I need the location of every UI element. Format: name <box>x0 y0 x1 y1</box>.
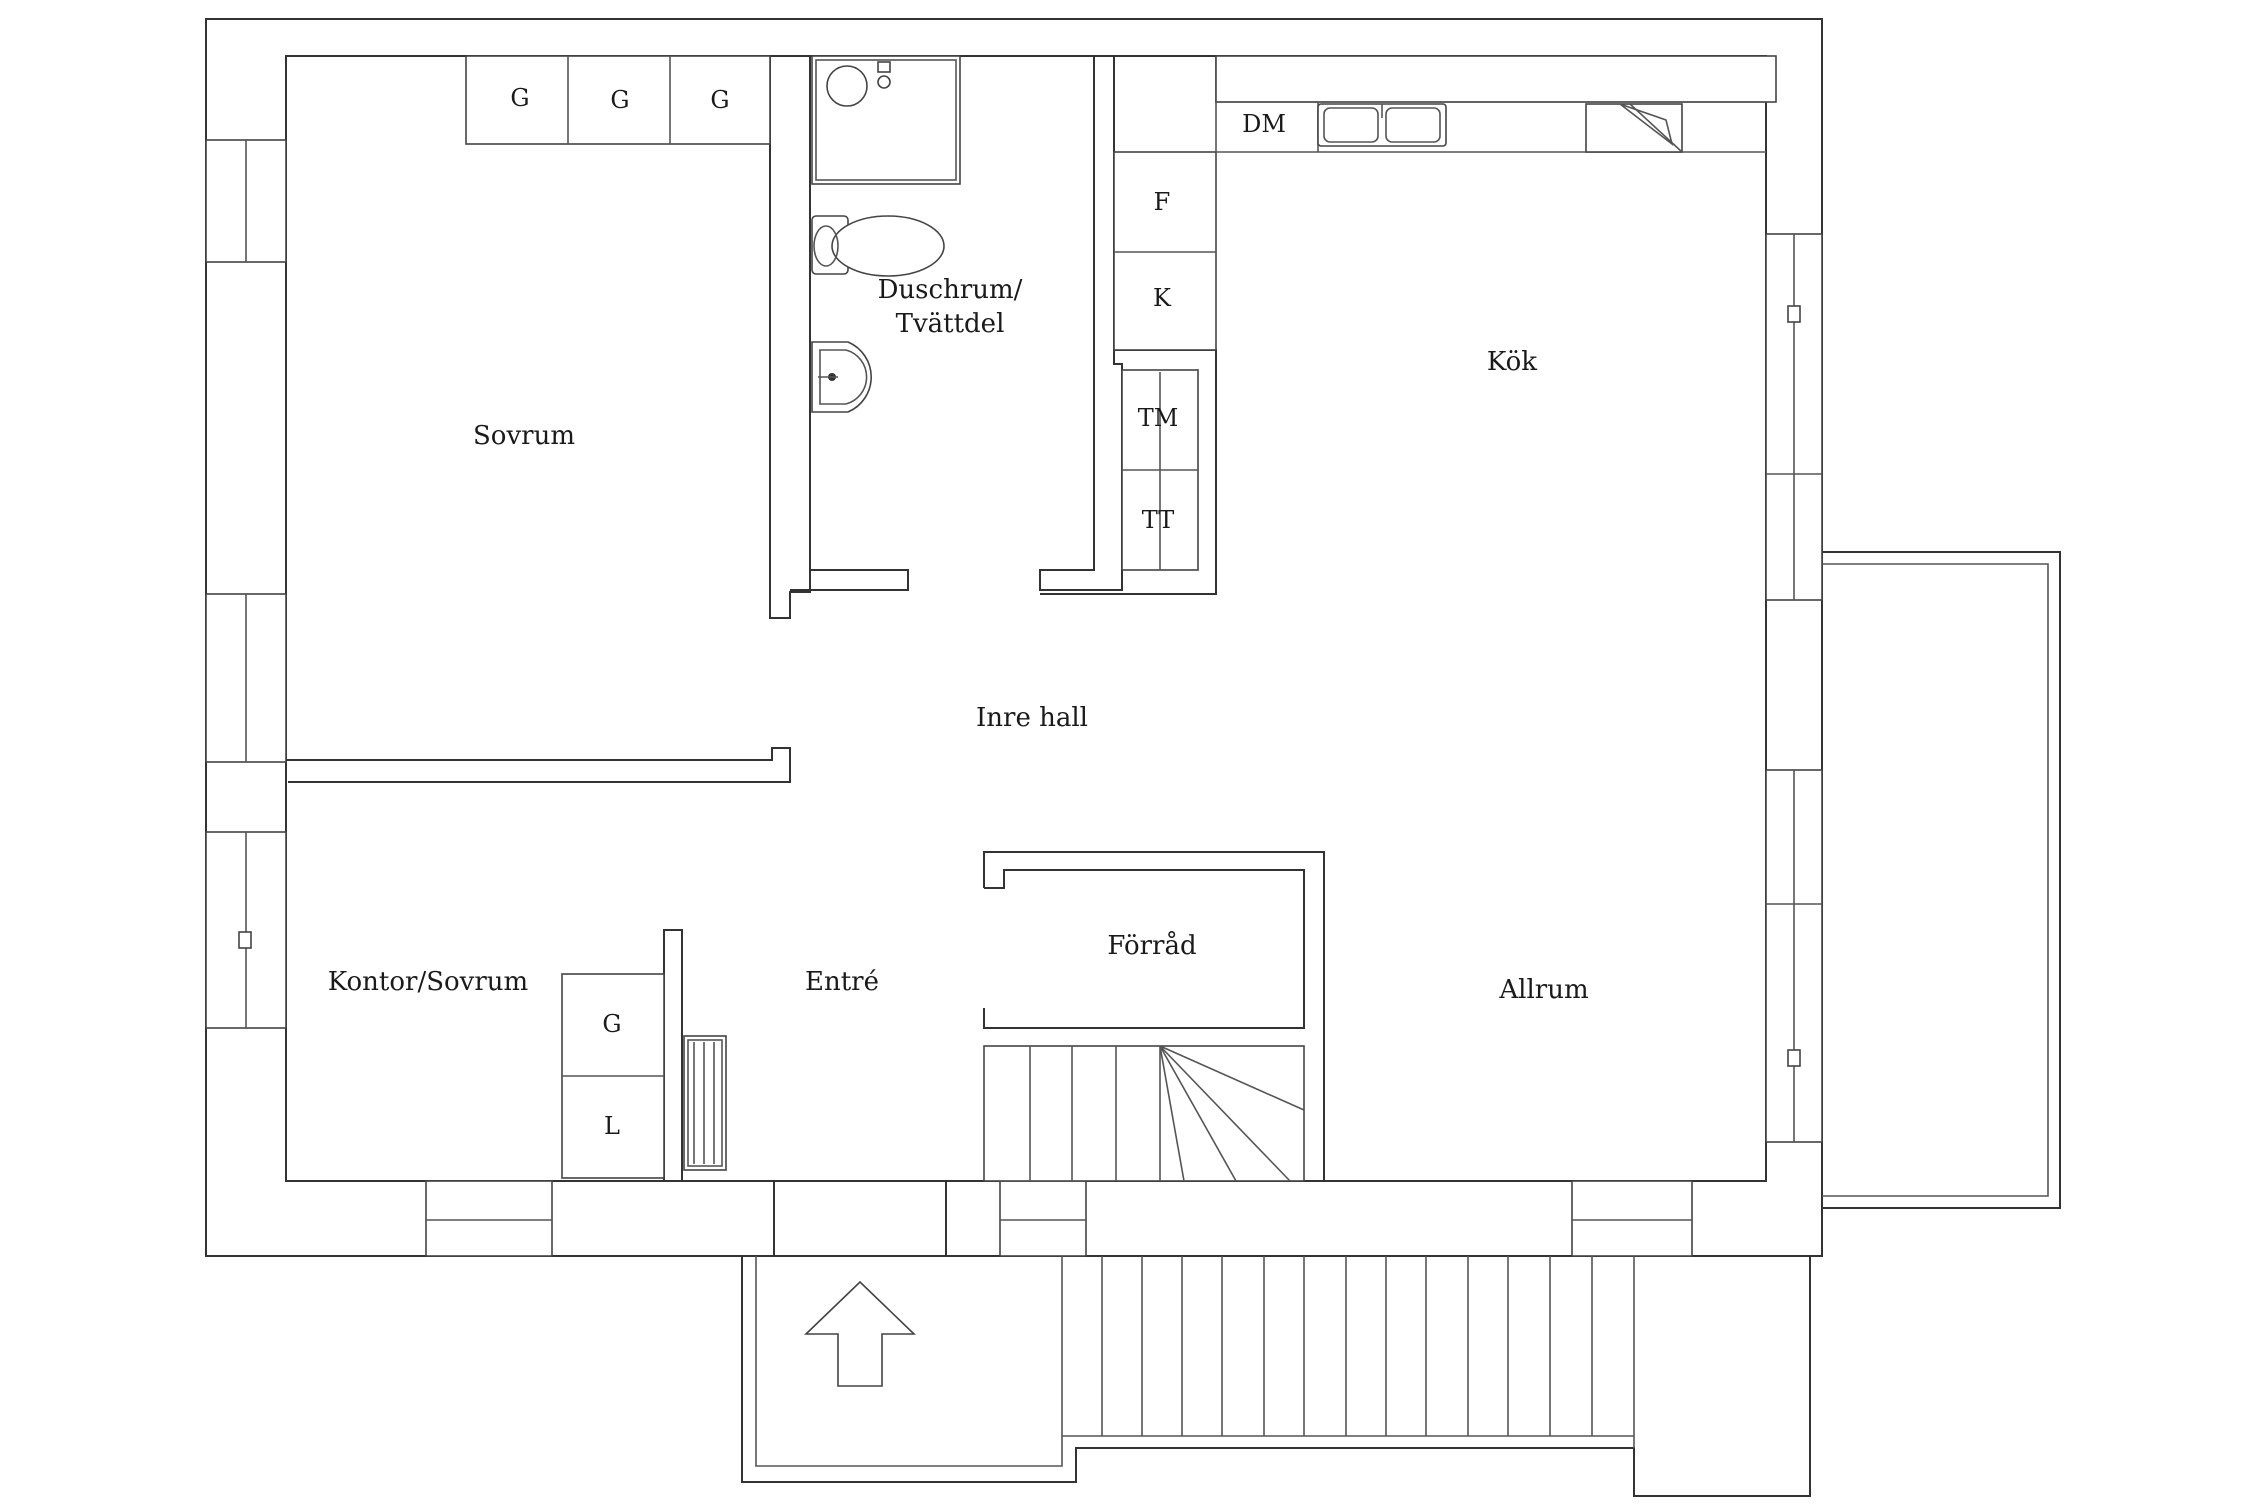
entrance-arrow-icon <box>804 1280 916 1387</box>
outdoor-stair-treads <box>1101 1256 1593 1436</box>
window-stair-bottom <box>999 1180 1087 1257</box>
exterior-wall-inner <box>285 55 1767 1182</box>
label-wardrobe-1: G <box>510 84 529 112</box>
label-inre-hall: Inre hall <box>976 703 1088 733</box>
upper-cabinets <box>1215 55 1777 103</box>
label-kontor: Kontor/Sovrum <box>328 967 528 997</box>
entrance-opening <box>682 1180 1000 1256</box>
bottom-windows <box>425 1180 1693 1257</box>
label-dishwasher: DM <box>1242 110 1286 138</box>
label-fridge: F <box>1154 188 1171 216</box>
room-labels: Sovrum Duschrum/ Tvättdel Kök Inre hall … <box>328 275 1589 1005</box>
label-duschrum-1: Duschrum/ <box>878 275 1023 305</box>
label-kok: Kök <box>1487 347 1537 377</box>
label-wardrobe-2: G <box>610 86 629 114</box>
toilet <box>811 215 945 277</box>
stove <box>1585 103 1683 153</box>
label-sovrum: Sovrum <box>473 421 575 451</box>
right-windows <box>1765 233 1823 1143</box>
washbasin <box>811 341 872 413</box>
label-linen: L <box>604 1112 620 1140</box>
fridge-freezer <box>1113 151 1217 351</box>
sovrum-wardrobes <box>465 55 771 145</box>
radiator <box>683 1035 727 1171</box>
kontor <box>561 929 727 1181</box>
label-wardrobe-3: G <box>710 86 729 114</box>
sovrum-walls <box>286 56 811 783</box>
toilet-bowl <box>831 215 945 277</box>
label-kontor-wardrobe: G <box>602 1010 621 1038</box>
window-allrum-bottom <box>1571 1180 1693 1257</box>
window-kontor-bottom <box>425 1180 553 1257</box>
label-forrad: Förråd <box>1107 930 1196 961</box>
stair-block <box>983 1045 1305 1182</box>
exterior-steps <box>741 1256 1811 1497</box>
fixture-labels: G G G DM F K TM TT G L <box>510 84 1286 1140</box>
washbasin-bowl <box>811 341 872 413</box>
label-freezer: K <box>1153 284 1172 312</box>
label-allrum: Allrum <box>1498 975 1588 1005</box>
label-dryer: TT <box>1142 506 1174 534</box>
label-entre: Entré <box>805 967 879 997</box>
label-washing-machine: TM <box>1138 404 1179 432</box>
label-duschrum-2: Tvättdel <box>896 309 1005 339</box>
wardrobe-block <box>465 55 771 145</box>
laundry-column <box>1121 369 1199 571</box>
left-windows <box>205 139 287 1029</box>
balcony <box>1822 551 2061 1209</box>
staircase <box>983 1045 1305 1182</box>
shower <box>811 55 961 185</box>
forrad <box>983 851 1325 1181</box>
kitchen <box>1040 55 1777 595</box>
